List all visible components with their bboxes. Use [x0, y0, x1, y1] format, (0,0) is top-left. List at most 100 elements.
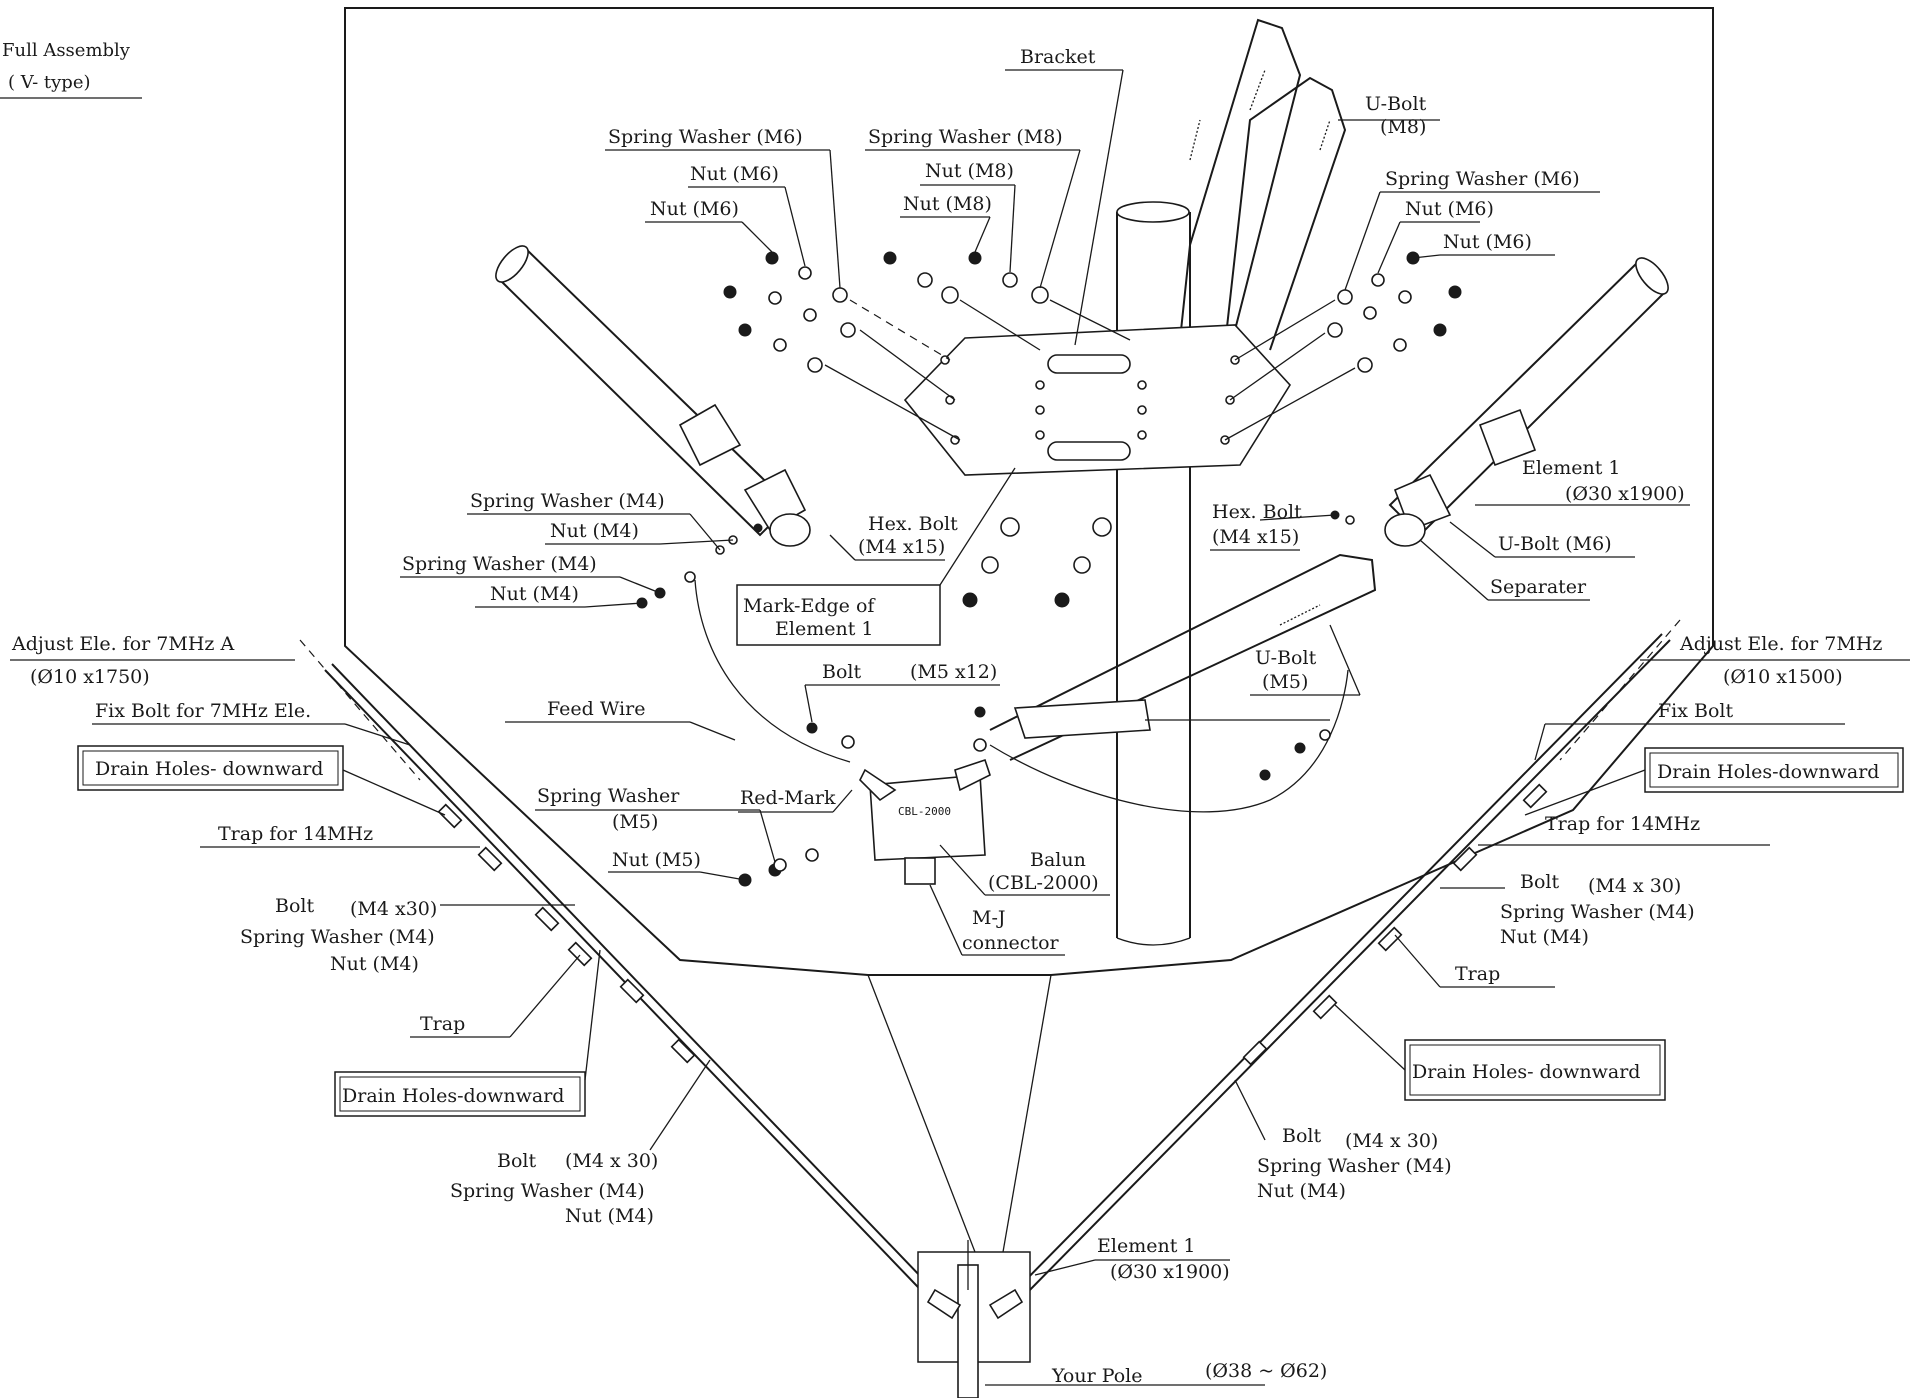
label-bolt-left-1: Bolt — [275, 895, 314, 917]
label-adjust-right: Adjust Ele. for 7MHz — [1679, 633, 1882, 655]
label-nut-left-2: Nut (M4) — [565, 1205, 654, 1227]
label-nut-right-2: Nut (M4) — [1257, 1180, 1346, 1202]
title-line-2: ( V- type) — [8, 72, 91, 93]
title-line-1: Full Assembly — [2, 40, 131, 61]
label-red-mark: Red-Mark — [740, 787, 836, 809]
label-hex-bolt-left: Hex. Bolt — [868, 513, 958, 535]
label-trap-left: Trap — [420, 1013, 465, 1035]
label-element-1-top-size: (Ø30 x1900) — [1565, 483, 1685, 505]
element-1-upper-right — [1384, 257, 1669, 547]
diagram-title: Full Assembly ( V- type) — [0, 40, 142, 99]
label-nut-m5: Nut (M5) — [612, 849, 701, 871]
u-bolt-m8 — [1179, 18, 1347, 351]
label-nut-m6-left-2: Nut (M6) — [650, 198, 739, 220]
label-spring-washer-m4-2: Spring Washer (M4) — [402, 553, 597, 575]
label-bracket: Bracket — [1020, 46, 1096, 68]
hardware-m8-lower — [962, 517, 1112, 608]
label-nut-right-1: Nut (M4) — [1500, 926, 1589, 948]
mast-pole — [1116, 201, 1191, 946]
label-drain-left-1: Drain Holes- downward — [95, 758, 323, 780]
label-trap14-right: Trap for 14MHz — [1545, 813, 1700, 835]
label-nut-m8-2: Nut (M8) — [903, 193, 992, 215]
label-bolt-left-1-size: (M4 x30) — [350, 898, 437, 920]
hardware-m8 — [883, 251, 1131, 351]
projection-line-right — [1002, 974, 1052, 1253]
label-nut-m8-1: Nut (M8) — [925, 160, 1014, 182]
label-your-pole: Your Pole — [1051, 1365, 1142, 1387]
label-your-pole-size: (Ø38 ~ Ø62) — [1205, 1360, 1327, 1382]
label-bolt-left-2: Bolt — [497, 1150, 536, 1172]
label-spring-washer-m8: Spring Washer (M8) — [868, 126, 1063, 148]
label-bolt-right-1-size: (M4 x 30) — [1588, 875, 1681, 897]
label-bolt-left-2-size: (M4 x 30) — [565, 1150, 658, 1172]
label-nut-left-1: Nut (M4) — [330, 953, 419, 975]
label-fix-bolt-left: Fix Bolt for 7MHz Ele. — [95, 700, 311, 722]
lower-labels: Adjust Ele. for 7MHz A (Ø10 x1750) Fix B… — [11, 633, 1904, 1387]
label-mj-connector: connector — [962, 932, 1060, 954]
label-element-1-bottom-size: (Ø30 x1900) — [1110, 1261, 1230, 1283]
mark-edge-callout: Mark-Edge of Element 1 — [736, 467, 1016, 646]
feed-wire-assembly — [636, 510, 1377, 887]
hardware-left-m6 — [723, 251, 961, 441]
label-element-1-top: Element 1 — [1522, 457, 1620, 479]
label-nut-m6-left-1: Nut (M6) — [690, 163, 779, 185]
label-u-bolt-m8-2: (M8) — [1380, 116, 1426, 138]
label-nut-m4-2: Nut (M4) — [490, 583, 579, 605]
label-trap14-left: Trap for 14MHz — [218, 823, 373, 845]
label-bolt-m5-size: (M5 x12) — [910, 661, 997, 683]
label-u-bolt-m6: U-Bolt (M6) — [1498, 533, 1612, 555]
label-nut-m6-right-1: Nut (M6) — [1405, 198, 1494, 220]
mark-edge-label-2: Element 1 — [775, 618, 873, 640]
drain-box-right-1: Drain Holes-downward — [1644, 747, 1904, 793]
label-bolt-right-2: Bolt — [1282, 1125, 1321, 1147]
leader-lines — [10, 69, 1910, 1386]
label-nut-m4-1: Nut (M4) — [550, 520, 639, 542]
hardware-right-m6 — [1224, 251, 1462, 441]
label-spring-washer-m6-right: Spring Washer (M6) — [1385, 168, 1580, 190]
detail-frame — [344, 7, 1714, 976]
balun-cbl-2000: CBL-2000 — [859, 758, 991, 885]
label-adjust-right-size: (Ø10 x1500) — [1723, 666, 1843, 688]
detail-labels: Bracket U-Bolt (M8) Spring Washer (M6) N… — [402, 46, 1685, 954]
label-hex-bolt-right-size: (M4 x15) — [1212, 526, 1299, 548]
label-spring-washer-m4-1: Spring Washer (M4) — [470, 490, 665, 512]
label-adjust-left: Adjust Ele. for 7MHz A — [11, 633, 234, 655]
label-hex-bolt-left-size: (M4 x15) — [858, 536, 945, 558]
element-1-upper-left — [495, 245, 811, 547]
label-trap-right: Trap — [1455, 963, 1500, 985]
label-bolt-right-2-size: (M4 x 30) — [1345, 1130, 1438, 1152]
label-nut-m6-right-2: Nut (M6) — [1443, 231, 1532, 253]
label-sw-right-2: Spring Washer (M4) — [1257, 1155, 1452, 1177]
label-hex-bolt-right: Hex. Bolt — [1212, 501, 1302, 523]
bracket-plate — [903, 324, 1292, 476]
v-antenna-lower — [299, 619, 1681, 1311]
label-spring-washer-m6-left: Spring Washer (M6) — [608, 126, 803, 148]
label-fix-bolt-right: Fix Bolt — [1658, 700, 1733, 722]
label-drain-left-2: Drain Holes-downward — [342, 1085, 564, 1107]
label-u-bolt-m8-1: U-Bolt — [1365, 93, 1427, 115]
label-bolt-m5: Bolt — [822, 661, 861, 683]
label-spring-washer-m5: Spring Washer — [537, 785, 680, 807]
projection-line-left — [867, 974, 976, 1253]
label-adjust-left-size: (Ø10 x1750) — [30, 666, 150, 688]
balun-body-label: CBL-2000 — [898, 805, 951, 818]
label-bolt-right-1: Bolt — [1520, 871, 1559, 893]
label-spring-washer-m5-size: (M5) — [612, 811, 658, 833]
label-element-1-bottom: Element 1 — [1097, 1235, 1195, 1257]
label-separater: Separater — [1490, 576, 1587, 598]
label-drain-right-1: Drain Holes-downward — [1657, 761, 1879, 783]
drain-box-left-1: Drain Holes- downward — [77, 745, 344, 791]
label-sw-left-2: Spring Washer (M4) — [450, 1180, 645, 1202]
label-balun-model: (CBL-2000) — [988, 872, 1099, 894]
label-drain-right-2: Drain Holes- downward — [1412, 1061, 1640, 1083]
label-sw-left-1: Spring Washer (M4) — [240, 926, 435, 948]
label-u-bolt-m5: U-Bolt — [1255, 647, 1317, 669]
label-u-bolt-m5-size: (M5) — [1262, 671, 1308, 693]
drain-box-right-2: Drain Holes- downward — [1404, 1039, 1666, 1101]
label-feed-wire: Feed Wire — [547, 698, 645, 720]
label-mj: M-J — [972, 907, 1006, 929]
drain-box-left-2: Drain Holes-downward — [334, 1071, 586, 1117]
pole-mount-detail — [917, 1240, 1031, 1398]
mark-edge-label-1: Mark-Edge of — [743, 595, 876, 617]
